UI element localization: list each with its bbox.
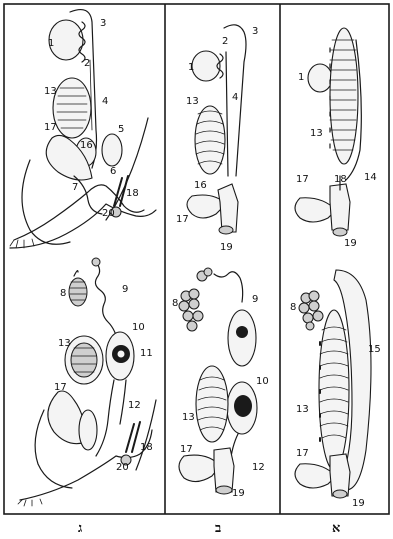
- body-outline-lower: [10, 204, 156, 248]
- label-18: 18: [126, 188, 139, 199]
- panel-bet-bottom: [179, 268, 257, 494]
- label-19: 19: [232, 488, 245, 499]
- cloaca: [214, 448, 234, 492]
- panel-gimel-top: [10, 10, 156, 248]
- wavy-duct: [95, 262, 118, 344]
- label-8: 8: [60, 288, 66, 299]
- label-9: 9: [252, 294, 258, 305]
- uterus-long: [330, 28, 358, 164]
- label-19: 19: [220, 242, 233, 253]
- label-13: 13: [58, 338, 71, 349]
- column-label-alef: א: [332, 521, 340, 536]
- duct-12b: [120, 380, 126, 424]
- cloaca-opening: [219, 226, 233, 234]
- label-16: 16: [194, 180, 207, 191]
- label-17: 17: [44, 122, 57, 133]
- label-16: 16: [80, 140, 93, 151]
- uterus: [53, 78, 91, 138]
- cloaca-opening: [333, 490, 347, 498]
- cloaca: [218, 184, 238, 232]
- label-2: 2: [222, 36, 228, 47]
- label-19: 19: [352, 498, 365, 509]
- label-2: 2: [84, 58, 90, 69]
- label-12: 12: [252, 462, 265, 473]
- label-9: 9: [122, 284, 128, 295]
- label-17: 17: [54, 382, 67, 393]
- gland-sac: [102, 134, 122, 166]
- label-17: 17: [296, 174, 309, 185]
- egg-cluster: [299, 291, 323, 330]
- duct-12: [96, 380, 114, 456]
- panel-bet-top: [187, 25, 246, 234]
- egg-cluster: [179, 268, 212, 331]
- label-15: 15: [368, 344, 381, 355]
- cloaca-fringe: [18, 499, 42, 506]
- label-4: 4: [232, 92, 238, 103]
- wavy-duct: [214, 272, 243, 302]
- cloaca: [330, 184, 350, 230]
- label-17: 17: [176, 214, 189, 225]
- label-6: 6: [110, 166, 116, 177]
- label-17: 17: [296, 448, 309, 459]
- egg-cluster: [69, 271, 87, 306]
- label-7: 7: [72, 182, 78, 193]
- panel-alef-bottom: [295, 270, 371, 498]
- label-13: 13: [182, 412, 195, 423]
- uterus: [195, 106, 225, 174]
- label-8: 8: [290, 302, 296, 313]
- label-20: 20: [116, 462, 129, 473]
- label-13: 13: [44, 86, 57, 97]
- label-3: 3: [100, 18, 106, 29]
- ovary: [308, 64, 332, 92]
- label-10: 10: [256, 376, 269, 387]
- label-4: 4: [102, 96, 108, 107]
- egg-lower: [234, 395, 252, 417]
- label-10: 10: [132, 322, 145, 333]
- oviduct-inner: [226, 52, 228, 176]
- uterus-long: [319, 310, 349, 470]
- label-13: 13: [310, 128, 323, 139]
- egg-center: [118, 351, 125, 358]
- label-19: 19: [344, 238, 357, 249]
- column-label-gimel: ג: [78, 521, 82, 536]
- label-18: 18: [140, 442, 153, 453]
- panel-gimel-bottom: [18, 258, 156, 506]
- label-13: 13: [296, 404, 309, 415]
- egg-upper: [236, 326, 248, 338]
- panel-alef-top: [295, 28, 361, 236]
- label-20: 20: [102, 208, 115, 219]
- label-8: 8: [172, 298, 178, 309]
- cloaca-opening: [333, 228, 347, 236]
- label-5: 5: [118, 124, 124, 135]
- label-18: 18: [334, 174, 347, 185]
- oviduct-inner: [90, 60, 92, 130]
- cloaca-opening: [216, 486, 232, 494]
- label-17: 17: [180, 444, 193, 455]
- label-14: 14: [364, 172, 377, 183]
- label-1: 1: [298, 72, 304, 83]
- label-12: 12: [128, 400, 141, 411]
- label-11: 11: [140, 348, 153, 359]
- duct-18: [126, 422, 140, 452]
- label-1: 1: [188, 62, 194, 73]
- label-3: 3: [252, 26, 258, 37]
- ovary: [192, 51, 220, 81]
- label-1: 1: [48, 38, 54, 49]
- label-13: 13: [186, 96, 199, 107]
- column-label-bet: ב: [215, 521, 221, 536]
- gland-sac: [79, 410, 97, 450]
- infundibulum: [92, 258, 100, 266]
